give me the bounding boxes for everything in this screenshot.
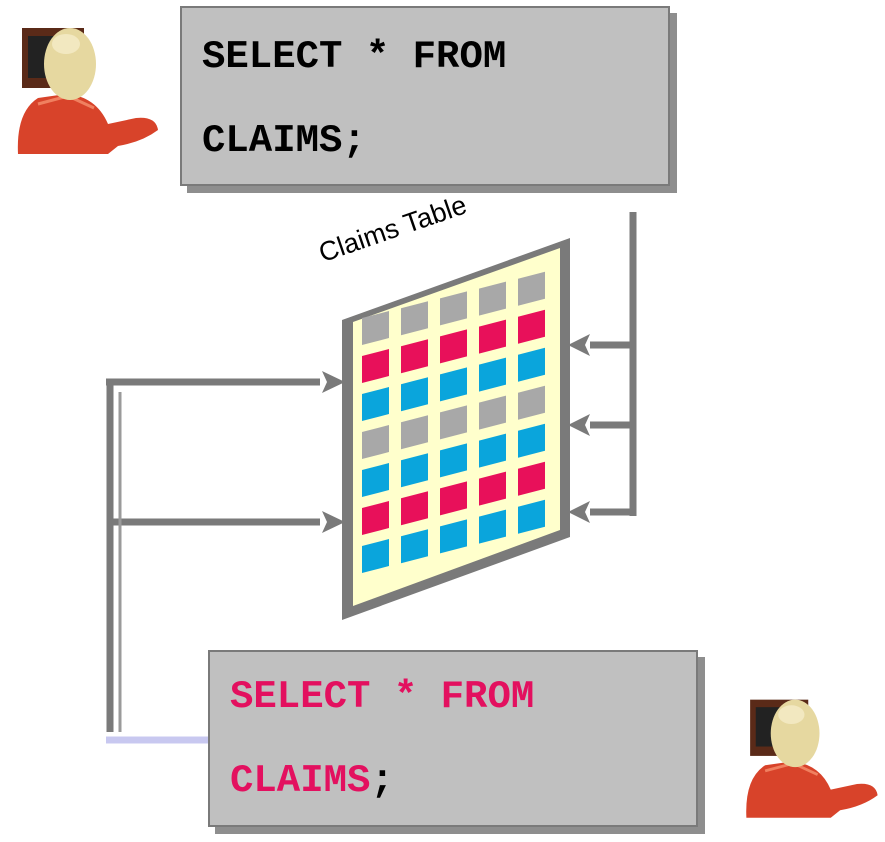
table-cell — [440, 405, 467, 440]
table-cell — [440, 329, 467, 364]
table-cell — [362, 311, 389, 345]
left-arrowheads — [322, 371, 345, 533]
table-cell — [518, 461, 545, 496]
claims-table-grid — [342, 238, 570, 620]
table-cell — [518, 499, 545, 534]
table-cell — [401, 529, 428, 564]
table-cell — [518, 271, 545, 306]
table-cell — [440, 519, 467, 554]
top-query-line1: SELECT * FROM — [202, 35, 507, 79]
table-cell — [401, 339, 428, 374]
left-connector — [106, 378, 320, 732]
table-cell — [479, 281, 506, 316]
right-arrowheads — [568, 334, 590, 523]
table-cell — [362, 425, 389, 459]
bottom-query-line2: CLAIMS; — [230, 759, 394, 803]
right-connector — [590, 212, 637, 516]
table-cell — [362, 501, 389, 535]
table-cell — [479, 471, 506, 506]
table-cell — [440, 291, 467, 326]
table-cell — [479, 357, 506, 392]
table-cell — [440, 443, 467, 478]
table-cell — [440, 481, 467, 516]
top-query-box: SELECT * FROM CLAIMS; — [180, 6, 670, 186]
table-cell — [518, 385, 545, 420]
table-cell — [401, 453, 428, 488]
bottom-query-line1: SELECT * FROM — [230, 675, 535, 719]
table-cell — [479, 319, 506, 354]
table-cell — [518, 347, 545, 382]
user-at-terminal-icon — [746, 699, 878, 818]
table-cell — [440, 367, 467, 402]
bottom-query-box: SELECT * FROM CLAIMS; — [208, 650, 698, 827]
table-cell — [479, 509, 506, 544]
table-cell — [401, 301, 428, 336]
table-cell — [401, 415, 428, 450]
table-cell — [479, 433, 506, 468]
top-query-line2: CLAIMS; — [202, 119, 366, 163]
table-cell — [518, 423, 545, 458]
table-cell — [401, 491, 428, 526]
table-cell — [518, 309, 545, 344]
user-at-terminal-icon — [17, 28, 159, 154]
table-cell — [362, 463, 389, 497]
table-cell — [362, 387, 389, 421]
table-cell — [362, 349, 389, 383]
table-cell — [362, 539, 389, 573]
table-cell — [479, 395, 506, 430]
table-cell — [401, 377, 428, 412]
